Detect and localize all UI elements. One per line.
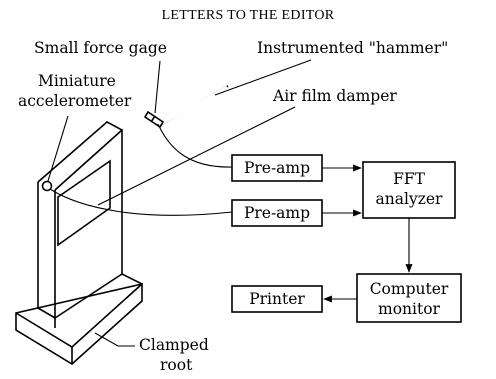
label-clamped-2: root [160, 356, 193, 374]
fft-label-2: analyzer [376, 190, 444, 208]
fft-analyzer-box: FFT analyzer [362, 161, 456, 219]
label-instrumented-hammer: Instrumented "hammer" [257, 39, 448, 57]
label-accelerometer-1: Miniature [38, 72, 116, 90]
clamped-root-leader [94, 332, 135, 347]
accel-signal-wire [49, 188, 233, 216]
preamp-accel-box: Pre-amp [231, 199, 323, 227]
computer-label-1: Computer [370, 280, 449, 298]
instrumented-hammer [143, 85, 229, 129]
test-plate [15, 121, 143, 365]
preamp-force-box: Pre-amp [231, 154, 323, 182]
label-accelerometer-2: accelerometer [18, 92, 132, 110]
printer-box: Printer [231, 285, 323, 313]
label-force-gage: Small force gage [34, 39, 167, 57]
label-clamped-1: Clamped [139, 336, 209, 354]
fft-label-1: FFT [393, 170, 426, 188]
preamp-accel-label: Pre-amp [244, 204, 310, 222]
force-signal-wire [157, 123, 233, 168]
force-gage-leader [154, 60, 161, 114]
page-header: LETTERS TO THE EDITOR [162, 8, 335, 23]
computer-monitor-box: Computer monitor [356, 273, 462, 323]
accelerometer-sensor [41, 180, 53, 192]
force-gage [150, 115, 156, 123]
clamp-base [15, 282, 143, 365]
computer-label-2: monitor [378, 300, 441, 318]
accelerometer-leader [47, 115, 69, 182]
preamp-force-label: Pre-amp [244, 159, 310, 177]
hammer-leader [214, 59, 312, 96]
damper-leader [97, 106, 296, 206]
label-air-film-damper: Air film damper [272, 87, 397, 105]
air-film-damper-panel [57, 159, 111, 247]
printer-label: Printer [249, 290, 305, 308]
plate-front-face [37, 182, 56, 320]
